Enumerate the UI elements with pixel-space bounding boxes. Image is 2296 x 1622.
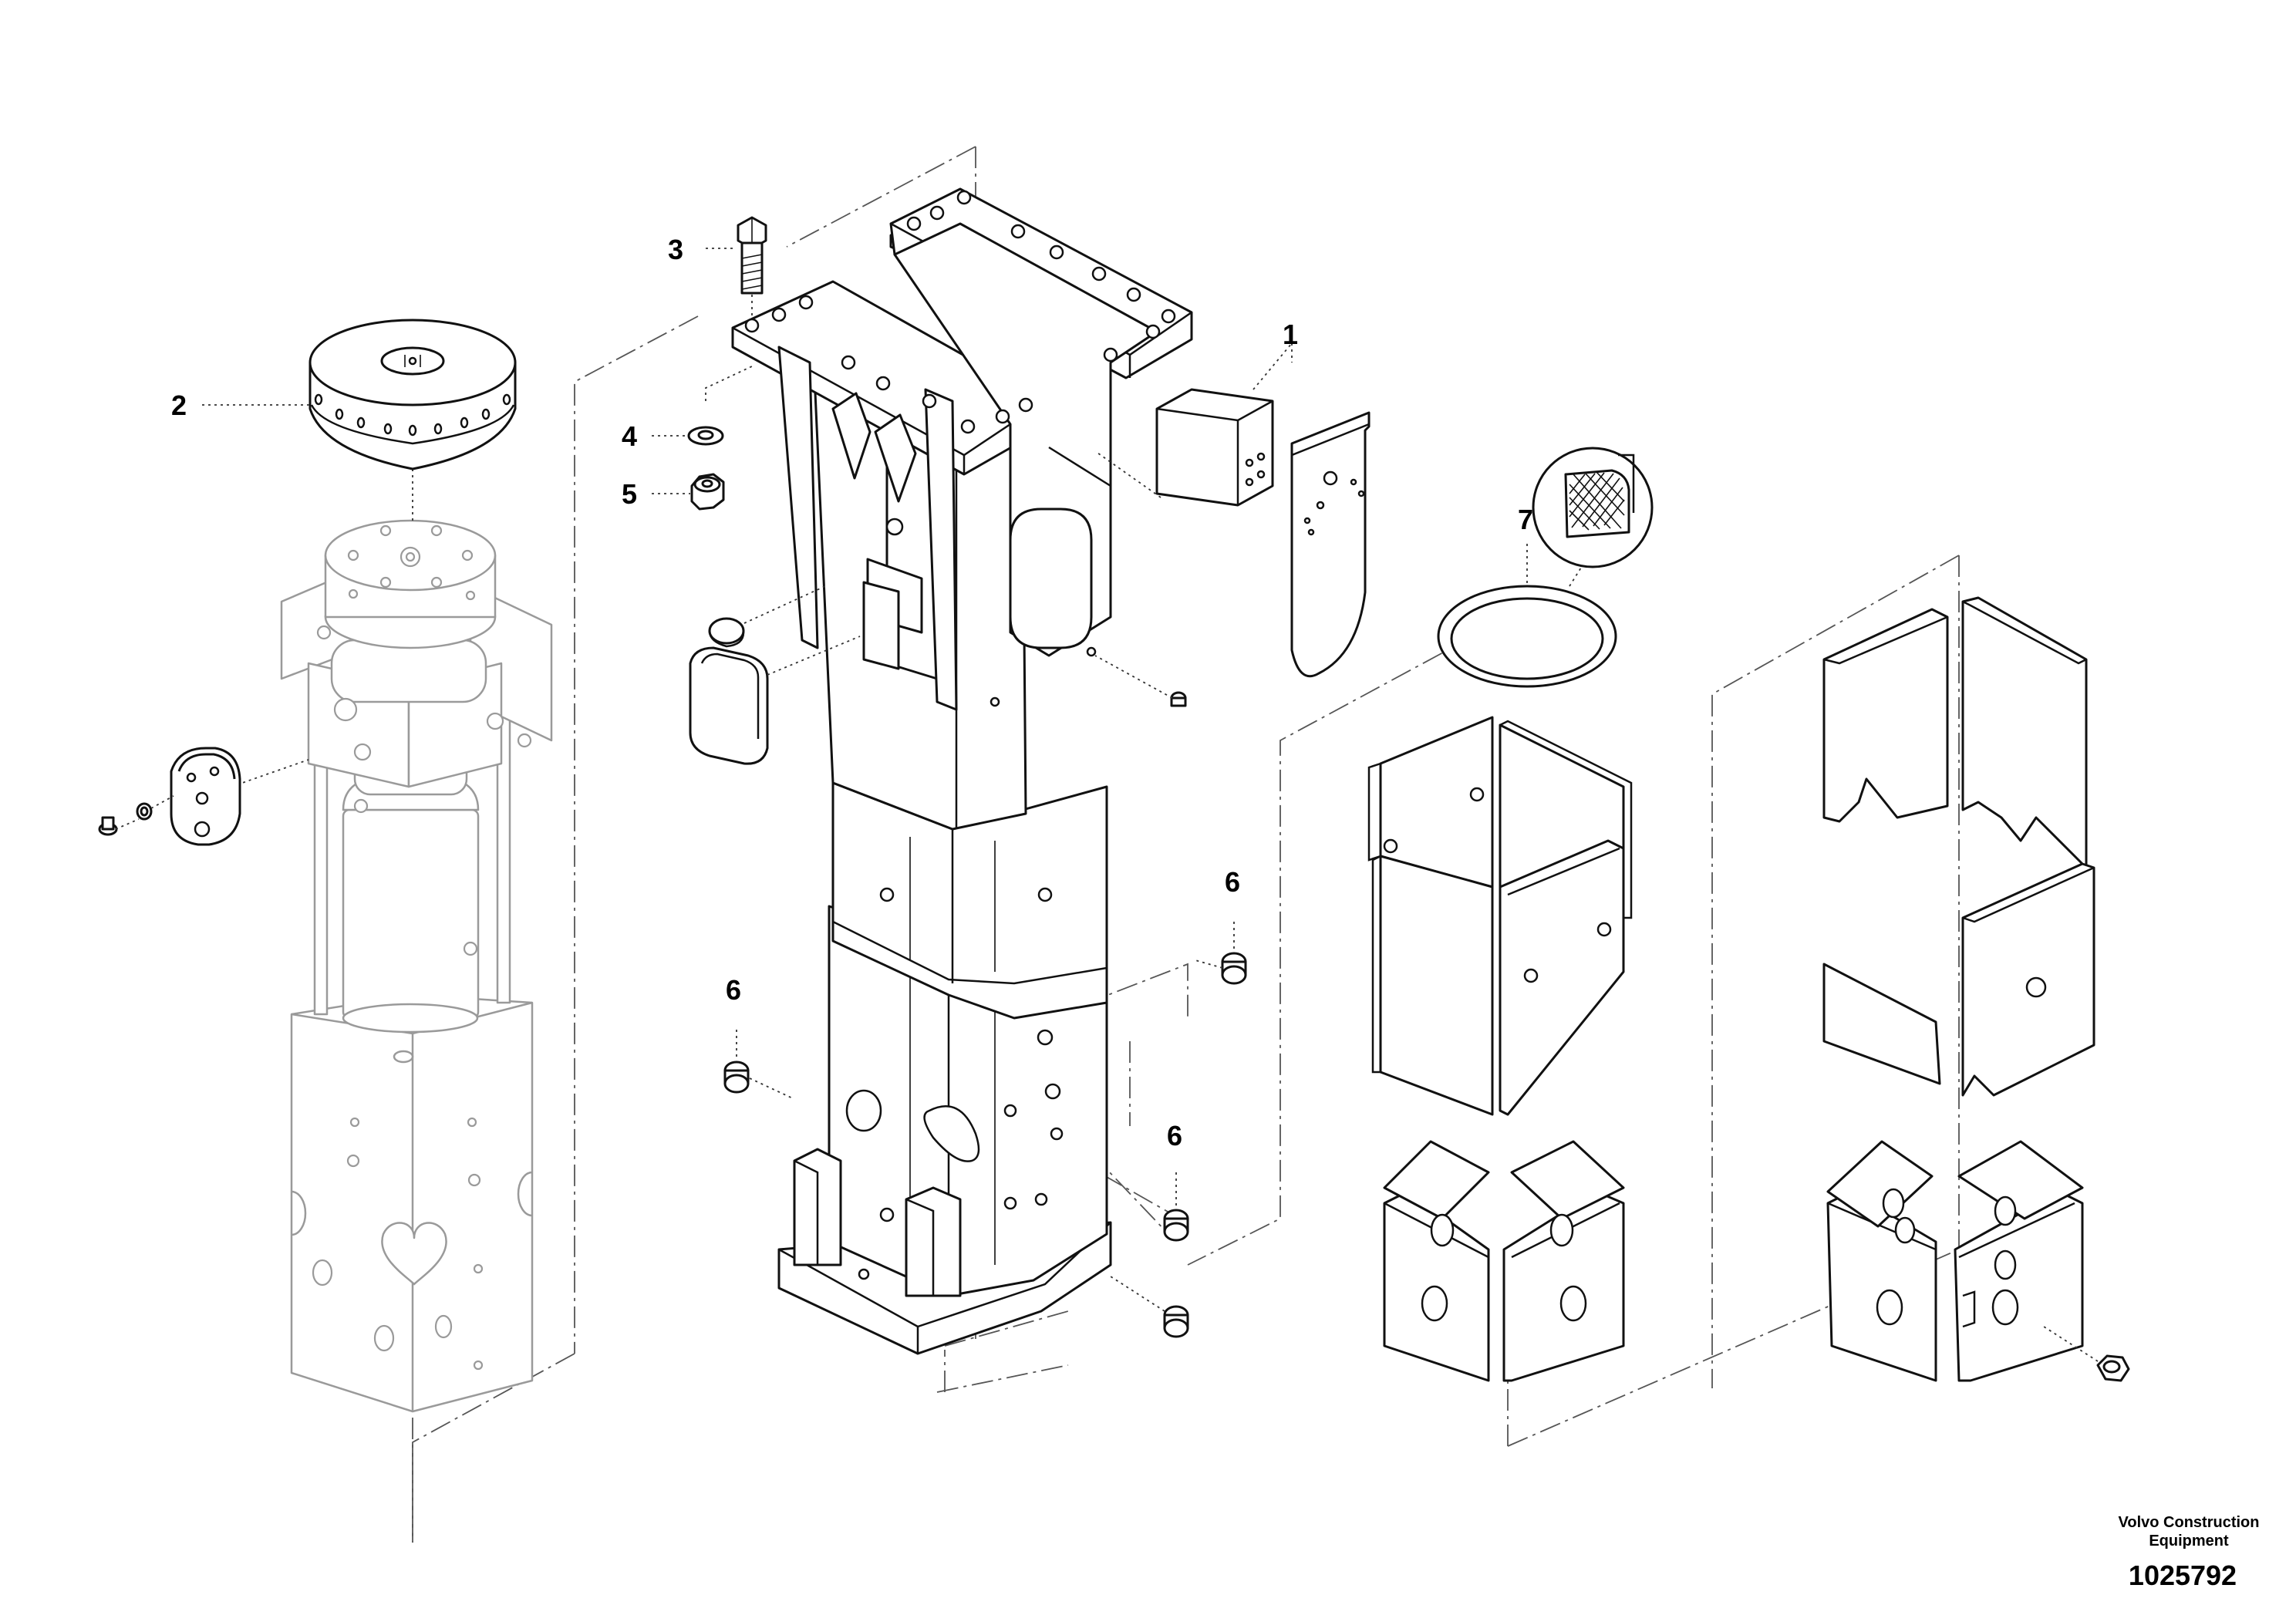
pad-part-1 — [1094, 342, 1293, 507]
bolt-part-3 — [706, 216, 767, 316]
seal-detail-zoom — [1532, 447, 1654, 568]
callout-1: 1 — [1283, 319, 1298, 350]
callout-3: 3 — [668, 234, 683, 265]
small-washer-icon — [136, 795, 174, 821]
small-plug-side — [1094, 655, 1187, 707]
company-name-line-2: Equipment — [2149, 1533, 2229, 1549]
hammer-power-cell-assembly — [280, 519, 553, 1413]
flange-holes — [744, 190, 1176, 434]
callouts: 1 2 3 4 5 6 6 6 7 — [171, 234, 1533, 1152]
callout-6-lower: 6 — [1167, 1120, 1182, 1152]
shield-plate — [1290, 411, 1371, 678]
buffer-disk-part-2 — [308, 319, 517, 524]
plug-part-6-left — [723, 1030, 795, 1100]
wear-plate-set-b — [1822, 596, 2130, 1382]
side-plug-cover — [689, 585, 861, 765]
company-name-line-1: Volvo Construction — [2119, 1514, 2260, 1531]
seal-ring-part-7 — [1437, 447, 1654, 688]
drawing-number: 1025792 — [2129, 1560, 2237, 1591]
plug-part-6-upper — [1195, 922, 1247, 985]
wear-plate-set-a — [1367, 716, 1633, 1382]
plug-extra-bottom — [1110, 1276, 1189, 1338]
side-coupling-assembly — [98, 747, 309, 846]
footer: Volvo Construction Equipment 1025792 — [2119, 1514, 2260, 1591]
callout-5: 5 — [622, 478, 637, 510]
callout-6-upper: 6 — [1225, 866, 1240, 898]
callout-2: 2 — [171, 389, 187, 421]
cap-screw-icon — [2043, 1326, 2130, 1382]
nut-part-5 — [652, 473, 725, 511]
buffer-disk-holes — [314, 393, 511, 437]
seal-cross-hatch — [1569, 471, 1625, 531]
main-housing — [731, 187, 1193, 1355]
callout-6-left: 6 — [726, 974, 741, 1006]
small-cap-screw-icon — [98, 816, 140, 836]
callout-7: 7 — [1518, 504, 1533, 535]
plug-part-6-lower — [1163, 1172, 1189, 1242]
housing-holes — [845, 518, 1097, 1280]
washer-part-4 — [652, 366, 753, 446]
callout-4: 4 — [622, 420, 637, 452]
